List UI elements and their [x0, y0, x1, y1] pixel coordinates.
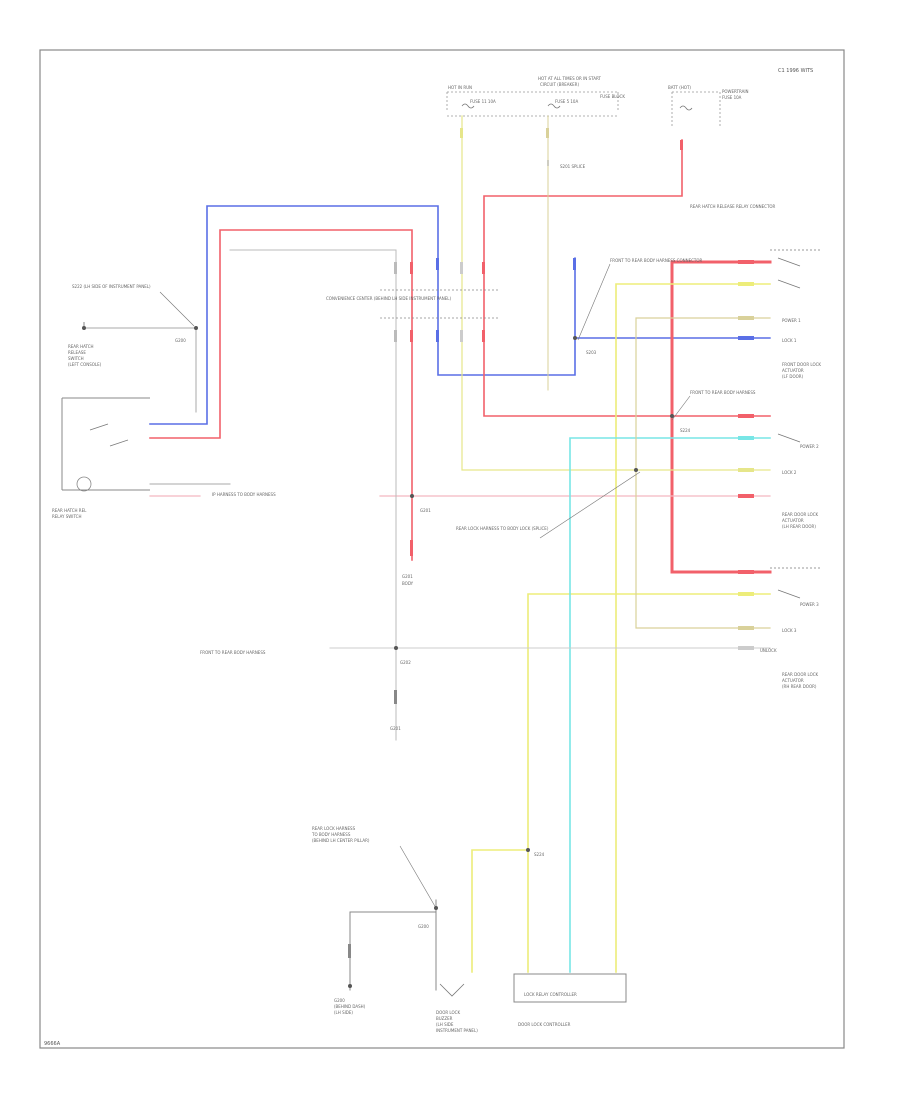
buzzer-label-a: DOOR LOCK	[436, 1010, 460, 1015]
r2b-label: LOCK 2	[782, 470, 797, 475]
footer-code: 9666A	[44, 1041, 61, 1047]
right-switch-symbols	[770, 249, 820, 599]
buzzer-label-b: BUZZER	[436, 1016, 453, 1021]
motor-lr-a: REAR DOOR LOCK	[782, 672, 819, 677]
motor-lr-c: (RH REAR DOOR)	[782, 684, 817, 689]
buzzer: REAR LOCK HARNESS TO BODY HARNESS (BEHIN…	[311, 826, 478, 1033]
left-bottom-label-a: REAR HATCH REL	[52, 508, 87, 513]
module-label: DOOR LOCK CONTROLLER	[518, 1022, 571, 1027]
ground-b-label: BODY	[402, 581, 414, 586]
door-lock-controller: LOCK RELAY CONTROLLER DOOR LOCK CONTROLL…	[513, 848, 627, 1027]
pwr-lock-note: FRONT TO REAR BODY HARNESS CONNECTOR	[610, 258, 703, 263]
r2a-label: POWER 2	[800, 444, 819, 449]
fuse-block: HOT IN RUN HOT AT ALL TIMES OR IN START …	[446, 76, 625, 117]
hot-in-run-label: HOT IN RUN	[448, 85, 472, 90]
batt-red-label: REAR HATCH RELEASE RELAY CONNECTOR	[690, 204, 776, 209]
wire-red-upper	[149, 229, 413, 561]
wire-yellow-fuse	[461, 115, 771, 471]
wire-yellow-right	[615, 283, 771, 973]
bottom-ground-label-b: (BEHIND DASH)	[334, 1004, 366, 1009]
batt-fuse-label-b: FUSE 10A	[722, 95, 742, 100]
fuse-label-b: CIRCUIT (BREAKER)	[540, 82, 579, 87]
motor-lr-b: ACTUATOR	[782, 678, 804, 683]
wire-cyan	[569, 437, 771, 973]
connector-marks	[348, 128, 683, 958]
wire-gray-bottom	[349, 911, 437, 991]
left-switch: REAR HATCH RELEASE SWITCH (LEFT CONSOLE)…	[52, 284, 195, 519]
motor-lf-a: FRONT DOOR LOCK	[782, 362, 821, 367]
wire-yellow-buzzer	[471, 849, 529, 973]
motor-rf-b: ACTUATOR	[782, 518, 804, 523]
fuse-label-c: FUSE 11 10A	[470, 99, 496, 104]
left-switch-label-c: SWITCH	[68, 356, 84, 361]
battery-fuse-block: BATT (HOT) POWERTRAIN FUSE 10A	[668, 85, 749, 128]
buzzer-note-b: TO BODY HARNESS	[311, 832, 351, 837]
g200-label: G200	[175, 338, 186, 343]
bottom-ground-label-c: (LH SIDE)	[334, 1010, 353, 1015]
left-switch-label-b: RELEASE	[68, 350, 86, 355]
wire-blue-upper	[149, 205, 576, 425]
r4a-label: UNLOCK	[760, 648, 777, 653]
module-inner-label: LOCK RELAY CONTROLLER	[524, 992, 577, 997]
splice-s3-label: S201 SPLICE	[560, 164, 586, 169]
wire-red-feed	[483, 139, 771, 417]
ground-c-label: G201	[390, 726, 401, 731]
batt-fuse-label-a: POWERTRAIN	[722, 89, 749, 94]
right-terminals	[738, 260, 754, 650]
hot-in-start-label: HOT AT ALL TIMES OR IN START	[538, 76, 601, 81]
r1b-label: LOCK 1	[782, 338, 797, 343]
buzzer-g-label: G200	[418, 924, 429, 929]
g201-label: G201	[420, 508, 431, 513]
r3a-label: POWER 3	[800, 602, 819, 607]
wire-tan-1	[635, 317, 771, 629]
r1a-label: POWER 1	[782, 318, 801, 323]
junctions	[194, 326, 674, 650]
batt-hot-label: BATT (HOT)	[668, 85, 691, 90]
bottom-ground-label-a: G200	[334, 998, 345, 1003]
mid-note-c: FRONT TO REAR BODY HARNESS	[200, 650, 266, 655]
g202-label: G202	[400, 660, 411, 665]
r3b-label: LOCK 3	[782, 628, 797, 633]
wire-gray-1	[229, 249, 397, 741]
ground-a-label: G201	[402, 574, 413, 579]
wire-red-thick	[670, 260, 772, 574]
mid-note-a: FRONT TO REAR BODY HARNESS	[690, 390, 756, 395]
splice-cowl-label: S222 (LH SIDE OF INSTRUMENT PANEL)	[72, 284, 151, 289]
buzzer-label-d: INSTRUMENT PANEL)	[436, 1028, 478, 1033]
buzzer-label-c: (LH SIDE	[436, 1022, 454, 1027]
motor-lf-c: (LF DOOR)	[782, 374, 804, 379]
motor-lf-b: ACTUATOR	[782, 368, 804, 373]
splice-yellow-label: S224	[534, 852, 545, 857]
left-bottom-label-b: RELAY SWITCH	[52, 514, 81, 519]
buzzer-note-a: REAR LOCK HARNESS	[312, 826, 356, 831]
buzzer-note-c: (BEHIND LH CENTER PILLAR)	[312, 838, 370, 843]
fuse-label-a: FUSE BLOCK	[600, 94, 625, 99]
diagram-frame	[39, 49, 845, 1049]
ip-harness-note: IP HARNESS TO BODY HARNESS	[212, 492, 276, 497]
convenience-center-label: CONVENIENCE CENTER (BEHIND LH SIDE INSTR…	[326, 296, 451, 301]
header-code: C1 1996 WITS	[778, 68, 813, 74]
left-switch-label-a: REAR HATCH	[68, 344, 94, 349]
motor-rf-a: REAR DOOR LOCK	[782, 512, 819, 517]
s-a-label: S203	[586, 350, 597, 355]
s-b-label: S224	[680, 428, 691, 433]
wire-yellow-bottom	[527, 593, 771, 973]
left-switch-label-d: (LEFT CONSOLE)	[68, 362, 102, 367]
fuse-label-d: FUSE 5 10A	[555, 99, 578, 104]
motor-rf-c: (LH REAR DOOR)	[782, 524, 816, 529]
splice-s4-label: REAR LOCK HARNESS TO BODY LOCK (SPLICE)	[456, 526, 549, 531]
bottom-ground: G200 (BEHIND DASH) (LH SIDE)	[334, 984, 366, 1015]
